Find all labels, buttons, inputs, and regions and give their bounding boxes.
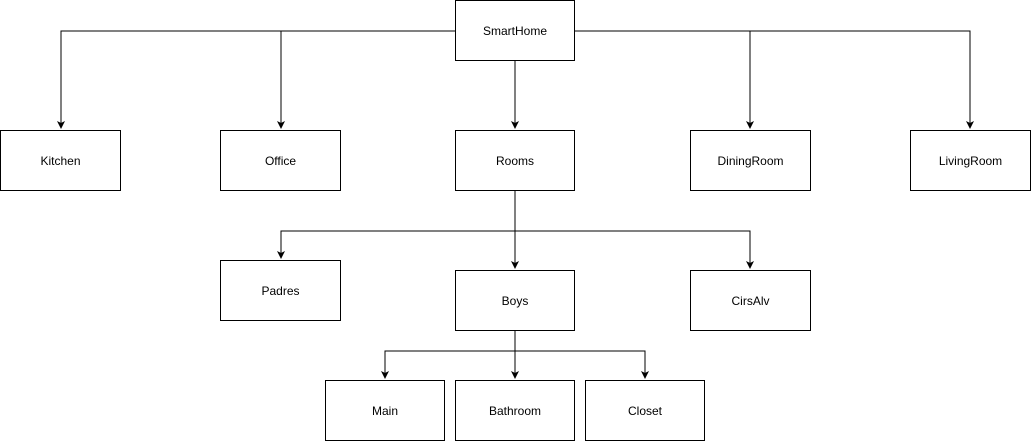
node-label: Kitchen: [40, 154, 80, 168]
node-label: Padres: [261, 284, 299, 298]
node-cirsalv[interactable]: CirsAlv: [690, 270, 811, 331]
edge-rooms-cirsalv: [515, 230, 754, 269]
node-rooms[interactable]: Rooms: [455, 130, 575, 191]
edge-rooms-padres: [277, 191, 516, 259]
node-diningroom[interactable]: DiningRoom: [690, 130, 811, 191]
node-main[interactable]: Main: [325, 380, 445, 441]
node-office[interactable]: Office: [220, 130, 341, 191]
node-label: Boys: [502, 294, 529, 308]
edges-level-2: [277, 191, 754, 269]
node-label: Bathroom: [489, 404, 541, 418]
node-label: Office: [265, 154, 296, 168]
node-padres[interactable]: Padres: [220, 260, 341, 321]
node-label: SmartHome: [483, 24, 547, 38]
edges-level-3: [381, 331, 649, 379]
node-label: DiningRoom: [717, 154, 783, 168]
node-label: LivingRoom: [939, 154, 1002, 168]
edge-boys-closet: [515, 350, 649, 379]
node-closet[interactable]: Closet: [585, 380, 705, 441]
edge-boys-main: [381, 331, 516, 379]
edge-smarthome-kitchen: [57, 30, 455, 129]
edge-smarthome-diningroom: [575, 30, 754, 129]
node-label: Main: [372, 404, 398, 418]
node-bathroom[interactable]: Bathroom: [455, 380, 575, 441]
edges-level-1: [57, 30, 974, 129]
node-label: Rooms: [496, 154, 534, 168]
node-label: CirsAlv: [732, 294, 770, 308]
edge-smarthome-office: [277, 30, 455, 129]
edge-smarthome-livingroom: [575, 30, 974, 129]
node-smarthome[interactable]: SmartHome: [455, 0, 575, 61]
node-label: Closet: [628, 404, 663, 418]
node-livingroom[interactable]: LivingRoom: [910, 130, 1031, 191]
node-boys[interactable]: Boys: [455, 270, 575, 331]
node-kitchen[interactable]: Kitchen: [0, 130, 121, 191]
